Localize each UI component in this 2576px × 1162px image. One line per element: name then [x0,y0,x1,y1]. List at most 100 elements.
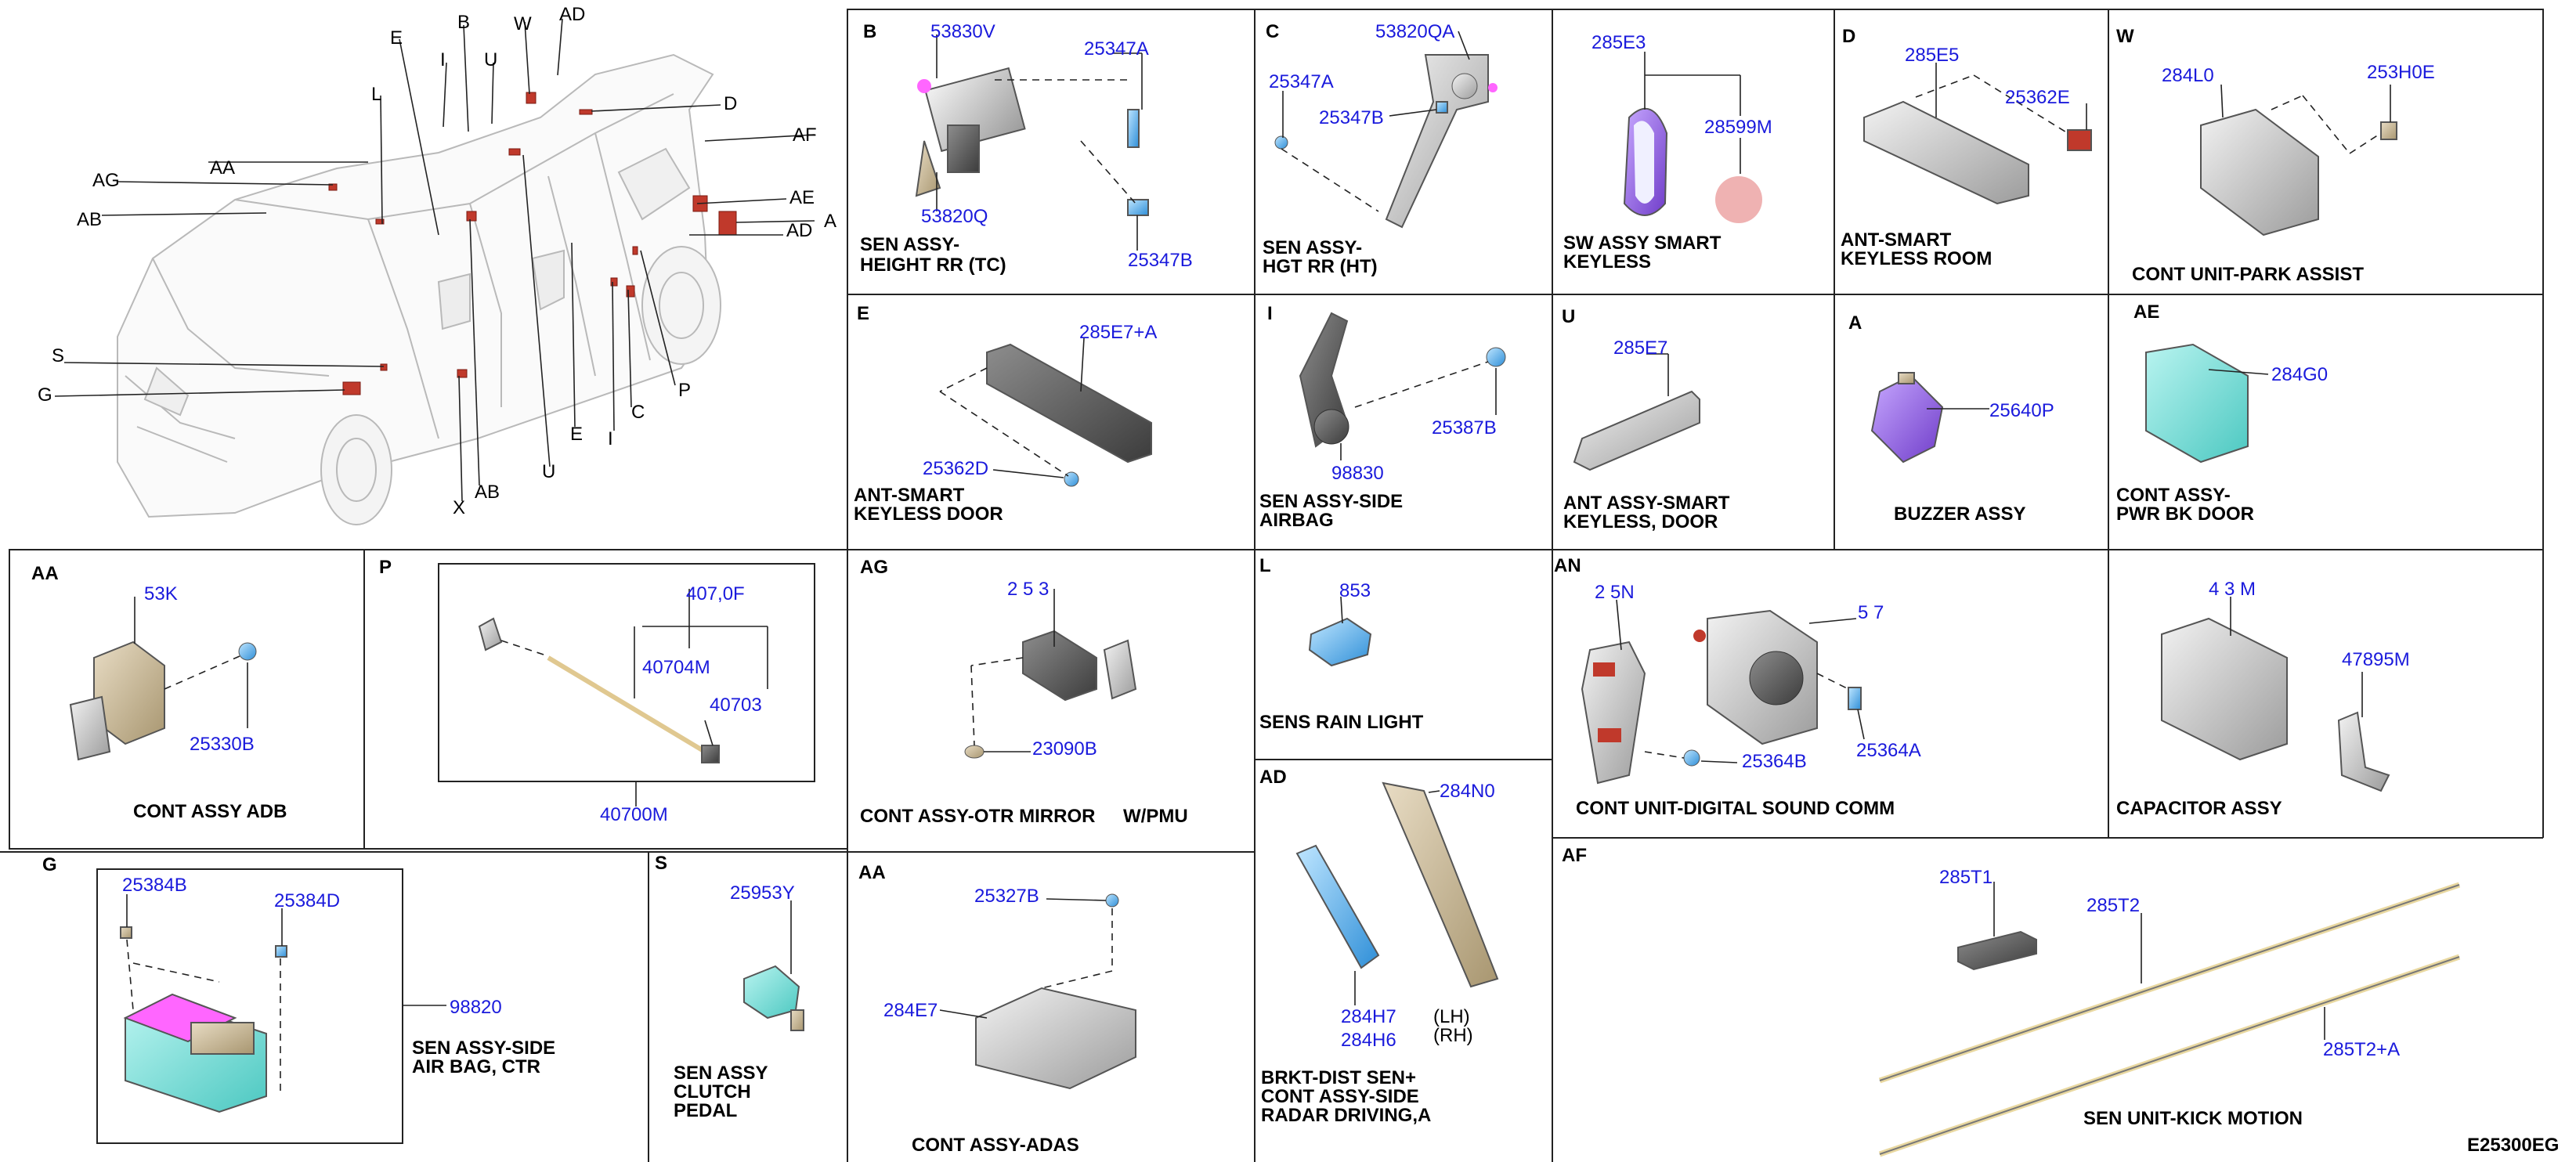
caption: CONT UNIT-DIGITAL SOUND COMM [1576,798,1895,819]
cell-key: AA [31,563,59,584]
cell-e: E 285E7+A 25362D ANT-SMART KEYLESS DOOR [854,303,1157,525]
cell-key: C [1266,21,1279,42]
callout: AD [559,4,585,25]
callout: U [542,461,555,482]
cell-capacitor: 4 3 M 47895M CAPACITOR ASSY [2116,579,2410,819]
part-number: 28599M [1704,117,1772,138]
caption: HEIGHT RR (TC) [860,254,1006,276]
cell-key: AA [858,862,886,883]
callout: X [453,497,465,518]
cell-aa-adb: AA 53K 25330B CONT ASSY ADB [31,563,287,822]
callout: I [608,428,613,449]
caption: SENS RAIN LIGHT [1259,712,1424,733]
callout: AA [210,157,235,179]
cell-key: AD [1259,767,1287,788]
callout: P [678,380,691,401]
part-number: 25953Y [730,882,795,904]
vehicle-callout-letters: E B W AD L I U D AF AA AG AB AE A AD S G… [38,4,836,518]
part-number: 25327B [974,886,1039,907]
part-number: 285E7+A [1079,322,1157,343]
part-number: 253H0E [2367,62,2435,83]
part-number: 25330B [190,734,255,755]
cell-key: I [1267,303,1273,324]
caption: CONT ASSY- [2116,485,2231,506]
caption: CAPACITOR ASSY [2116,798,2282,819]
part-number: 2 5N [1595,582,1635,603]
cell-a: A 25640P BUZZER ASSY [1848,312,2054,525]
part-number: 25347B [1128,250,1193,271]
cell-ag: AG 2 5 3 23090B CONT ASSY-OTR MIRROR W/P… [860,557,1188,827]
part-number: 284N0 [1440,781,1495,802]
part-number: 98820 [450,997,502,1018]
cell-key: B [863,21,876,42]
part-number: 23090B [1032,738,1097,760]
part-number: 25364B [1742,751,1807,772]
caption: CONT UNIT-PARK ASSIST [2132,264,2364,285]
cell-ae: AE 284G0 CONT ASSY- PWR BK DOOR [2116,301,2328,525]
cell-key: AE [2133,301,2159,323]
caption: CONT ASSY-OTR MIRROR [860,806,1095,827]
part-number: 25347A [1269,71,1334,92]
part-number: 284G0 [2271,364,2328,385]
cell-key: P [379,557,392,578]
caption: SEN UNIT-KICK MOTION [2083,1108,2303,1129]
caption: SEN ASSY-SIDE [412,1038,555,1059]
cell-w: W 284L0 253H0E CONT UNIT-PARK ASSIST [2116,26,2435,285]
cell-key: AN [1554,555,1581,576]
caption: ANT ASSY-SMART [1563,493,1730,514]
part-number: 25384D [274,890,340,911]
caption: CLUTCH [674,1081,751,1102]
caption: KEYLESS, DOOR [1563,511,1718,532]
cell-key: G [42,854,57,875]
part-number: 2 5 3 [1007,579,1049,600]
cell-ad: AD 284N0 284H7 284H6 (LH) (RH) BRKT-DIST… [1259,767,1499,1126]
callout: U [484,49,497,70]
part-number: 25362E [2005,87,2070,108]
cell-af: AF 285T1 285T2 285T2+A SEN UNIT-KICK MOT… [1562,845,2461,1157]
callout: AD [786,220,812,241]
caption: KEYLESS DOOR [854,503,1003,525]
caption: SEN ASSY [674,1063,768,1084]
cell-an: AN 2 5N 5 7 25364B 25364A CONT UNIT-DIGI… [1554,555,1921,819]
cell-smart-keyless: 285E3 28599M SW ASSY SMART KEYLESS [1563,32,1772,272]
part-number: 285T2 [2086,895,2140,916]
part-number: 25384B [122,875,187,896]
caption: AIRBAG [1259,510,1334,531]
callout: AF [793,125,817,146]
caption: CONT ASSY-SIDE [1261,1086,1419,1107]
part-number: 40703 [710,695,762,716]
part-number: 98830 [1331,463,1384,484]
part-number: 25347A [1084,38,1149,60]
cell-d: D 285E5 25362E ANT-SMART KEYLESS ROOM [1841,26,2092,269]
callout: D [724,93,737,114]
part-number: 285E7 [1613,337,1667,359]
caption: PWR BK DOOR [2116,503,2254,525]
caption: ANT-SMART [1841,229,1952,251]
caption: CONT ASSY-ADAS [912,1135,1079,1156]
callout: AB [475,482,500,503]
side-label: (RH) [1433,1025,1473,1046]
callout: E [570,424,583,445]
caption: SW ASSY SMART [1563,233,1722,254]
part-number: 4 3 M [2209,579,2256,600]
vehicle-illustration [117,53,721,525]
cell-key: S [655,853,667,874]
cell-l: L 853 SENS RAIN LIGHT [1259,555,1424,733]
vehicle-overview: E B W AD L I U D AF AA AG AB AE A AD S G… [38,4,836,525]
part-number: 285T1 [1939,867,1993,888]
cell-key: AF [1562,845,1587,866]
part-number: 53830V [930,21,995,42]
callout: I [440,49,446,70]
cell-i: I 25387B 98830 SEN ASSY-SIDE AIRBAG [1259,303,1506,531]
cell-c: C 53820QA 25347A 25347B SEN ASSY- HGT RR… [1263,21,1498,277]
callout: AB [77,209,102,230]
caption: AIR BAG, CTR [412,1056,540,1077]
caption: BRKT-DIST SEN+ [1261,1067,1416,1088]
part-number: 25362D [923,458,988,479]
callout: AG [92,170,120,191]
part-number: 53K [144,583,178,604]
part-number: 53820Q [921,206,988,227]
diagram-code: E25300EG [2467,1135,2559,1156]
